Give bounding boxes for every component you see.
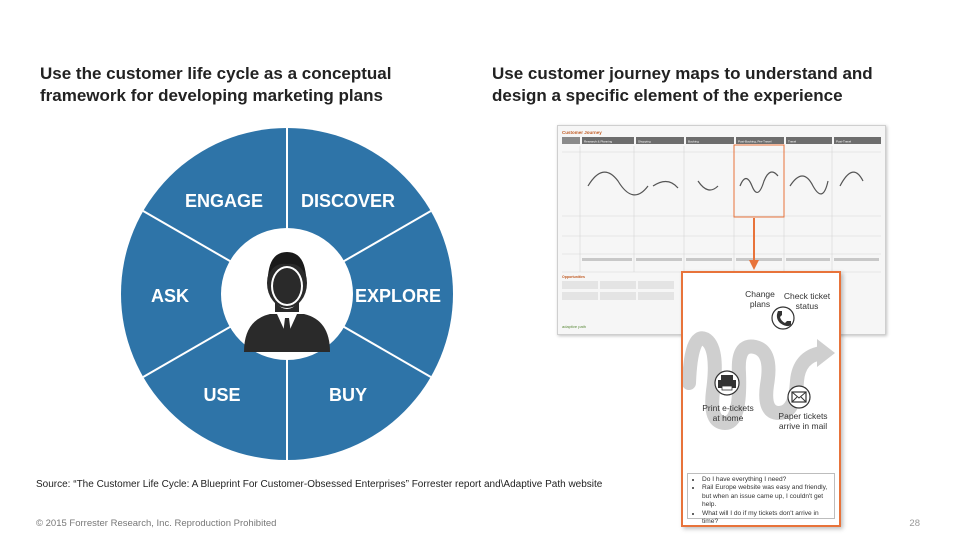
zoom-detail-card: Change plans Check ticket status Print e… — [681, 271, 841, 527]
svg-text:Shopping: Shopping — [638, 140, 651, 144]
svg-text:Post-Booking, Pre-Travel: Post-Booking, Pre-Travel — [738, 140, 772, 144]
right-heading: Use customer journey maps to understand … — [492, 64, 873, 105]
stage-headers: Research & Planning Shopping Booking Pos… — [562, 137, 881, 144]
segment-engage: ENGAGE — [185, 191, 263, 211]
phone-icon — [771, 306, 795, 330]
left-heading: Use the customer life cycle as a concept… — [40, 64, 392, 105]
svg-text:Booking: Booking — [688, 140, 699, 144]
person-with-tie-icon — [244, 252, 330, 352]
segment-buy: BUY — [329, 385, 367, 405]
segment-use: USE — [203, 385, 240, 405]
svg-text:Post-Travel: Post-Travel — [836, 140, 852, 144]
segment-discover: DISCOVER — [301, 191, 395, 211]
zoom-journey-graphic — [683, 306, 835, 431]
envelope-icon — [787, 385, 811, 409]
svg-text:Travel: Travel — [788, 140, 797, 144]
zoom-notes-box: Do I have everything I need? Rail Europe… — [687, 473, 835, 525]
note-item: What will I do if my tickets don't arriv… — [702, 510, 834, 527]
label-check-status: Check ticket status — [783, 291, 831, 311]
adaptive-path-logo: adaptive path — [562, 324, 586, 329]
source-note: Source: “The Customer Life Cycle: A Blue… — [36, 479, 603, 490]
page-number: 28 — [909, 518, 920, 529]
label-paper-tickets: Paper tickets arrive in mail — [778, 411, 828, 431]
segment-explore: EXPLORE — [355, 286, 441, 306]
printer-icon — [714, 370, 740, 396]
segment-ask: ASK — [151, 286, 189, 306]
label-print-tickets: Print e-tickets at home — [702, 403, 754, 423]
highlight-box — [733, 144, 785, 218]
opportunities-title: Opportunities — [562, 275, 585, 279]
note-item: Do I have everything I need? — [702, 476, 834, 484]
label-change-plans: Change plans — [745, 289, 775, 309]
note-item: Rail Europe website was easy and friendl… — [702, 484, 834, 509]
journey-map-title: Customer Journey — [562, 130, 602, 135]
copyright: © 2015 Forrester Research, Inc. Reproduc… — [36, 518, 277, 529]
svg-text:Research & Planning: Research & Planning — [584, 140, 613, 144]
journey-curves — [587, 171, 864, 196]
